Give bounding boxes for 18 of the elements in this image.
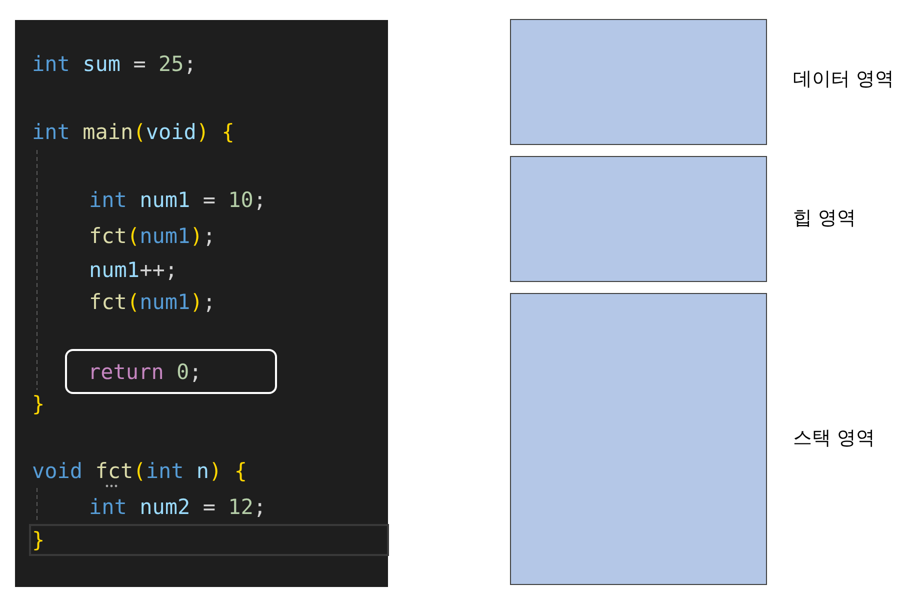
region-label: 데이터 영역 bbox=[793, 67, 894, 92]
code-line: fct(num1); bbox=[89, 289, 216, 316]
code-line: int num1 = 10; bbox=[89, 187, 266, 214]
highlight-box bbox=[65, 349, 277, 394]
memory-region-box bbox=[510, 156, 767, 282]
region-label: 스택 영역 bbox=[793, 426, 876, 451]
code-line: int main(void) { bbox=[32, 119, 234, 146]
code-line: fct(num1); bbox=[89, 223, 216, 250]
code-line: int sum = 25; bbox=[32, 51, 196, 78]
code-line: return 0; bbox=[88, 359, 202, 386]
memory-region-box bbox=[510, 293, 767, 585]
memory-region-box bbox=[510, 19, 767, 145]
code-line: num1++; bbox=[89, 257, 178, 284]
code-line: } bbox=[32, 527, 45, 554]
code-line: int num2 = 12; bbox=[89, 494, 266, 521]
code-line: } bbox=[32, 391, 45, 418]
region-label: 힙 영역 bbox=[793, 206, 856, 231]
code-line: void fct(int n) { bbox=[32, 458, 248, 485]
